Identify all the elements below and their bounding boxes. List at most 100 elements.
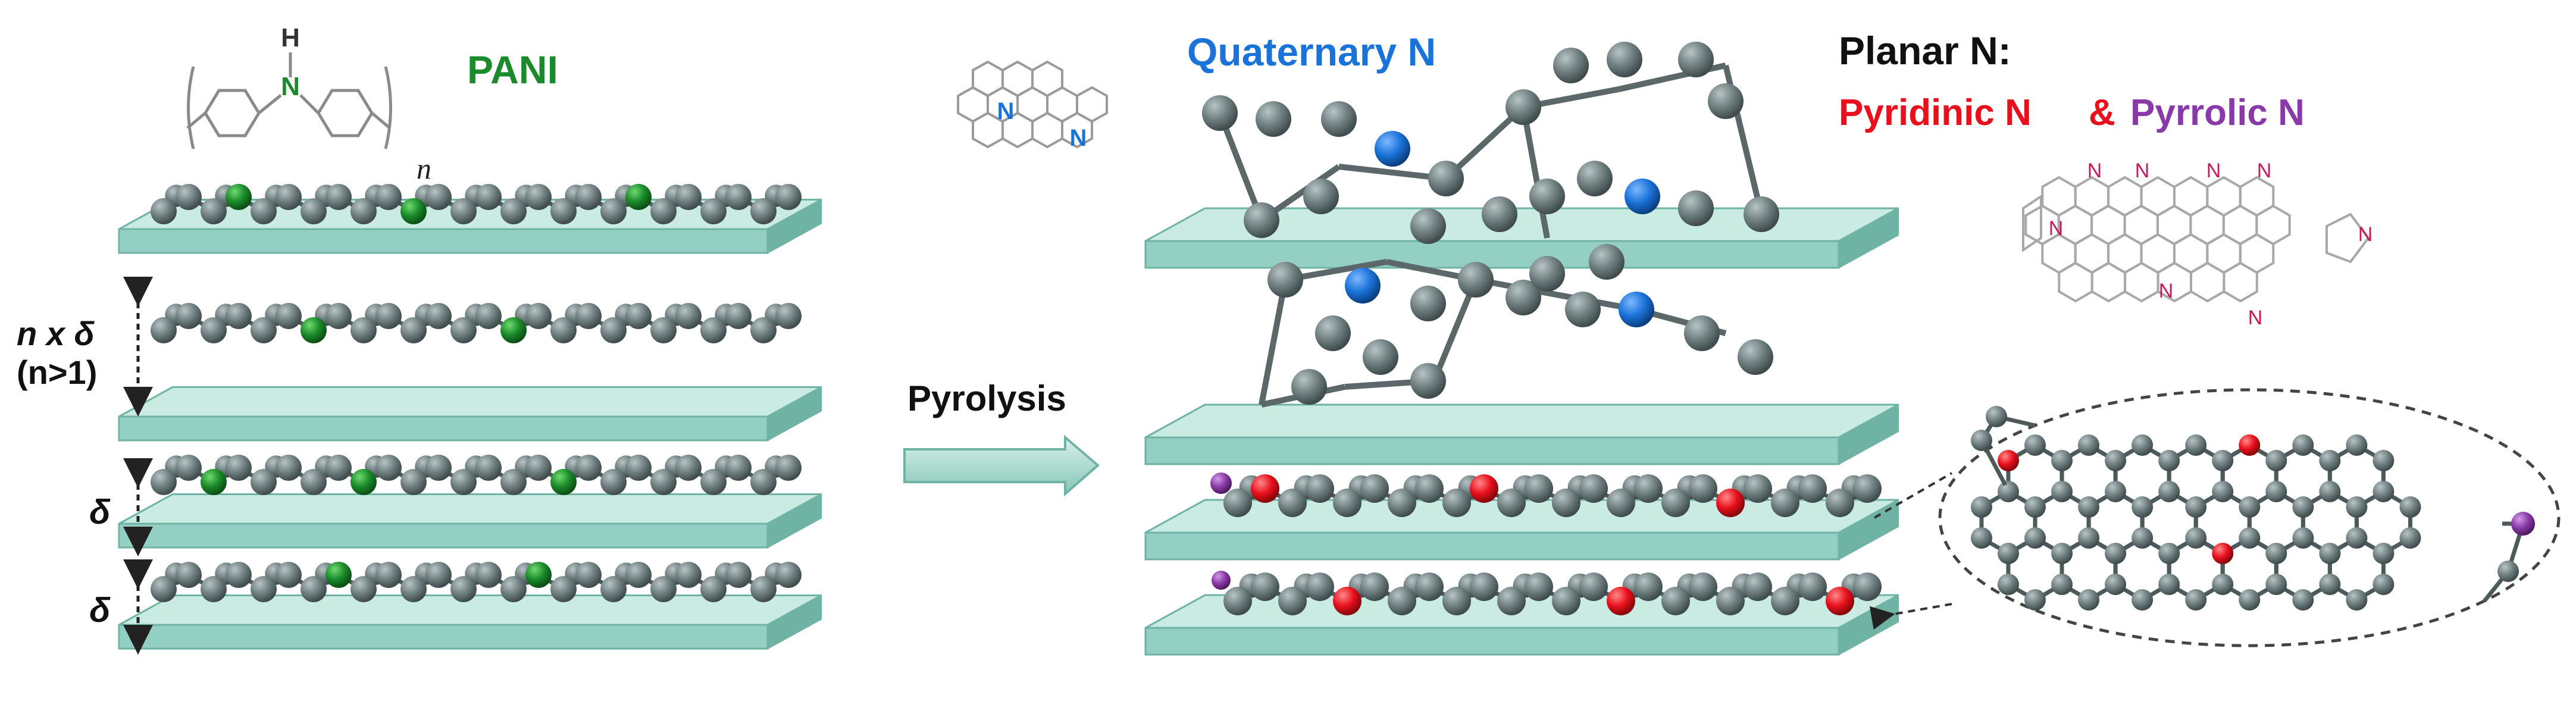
carbon-atom [2131, 496, 2154, 518]
carbon-atom [2131, 434, 2154, 456]
carbon-atom [251, 198, 277, 224]
carbon-atom [2078, 589, 2100, 611]
carbon-atom [1579, 474, 1608, 503]
carbon-atom [2346, 434, 2368, 456]
carbon-atom [1970, 496, 1992, 518]
carbon-atom [700, 469, 727, 495]
carbon-atom [650, 317, 677, 343]
plate-top [118, 493, 822, 525]
carbon-atom [450, 198, 477, 224]
carbon-atom [2105, 450, 2127, 471]
carbon-atom [2372, 574, 2395, 595]
carbon-atom [625, 303, 652, 329]
carbon-atom [176, 184, 202, 210]
carbon-atom [775, 184, 802, 210]
carbon-atom [1998, 543, 2019, 564]
carbon-atom [400, 317, 427, 343]
pani-label: PANI [467, 48, 558, 92]
carbon-atom [325, 455, 352, 481]
carbon-atom [151, 198, 177, 224]
carbon-atom [2051, 481, 2073, 502]
carbon-atom [375, 184, 402, 210]
pani-panel: H N n PANI n x δ (n>1) δ δ [17, 23, 822, 655]
pani-chain-row [151, 562, 802, 602]
carbon-atom [2024, 496, 2046, 518]
benzene-ring-2 [317, 89, 374, 137]
carbon-atom [1251, 572, 1279, 601]
graphene-plate [118, 493, 822, 549]
carbon-atom [1415, 572, 1444, 601]
carbon-atom [2292, 496, 2314, 518]
carbon-atom [1771, 587, 1799, 615]
carbon-atom [1607, 42, 1642, 77]
hex-ring [2058, 261, 2093, 303]
carbon-atom [650, 576, 677, 602]
carbon-atom [2105, 543, 2127, 564]
carbon-atom [2212, 450, 2234, 471]
delta-label-2: δ [89, 591, 111, 630]
carbon-atom [176, 303, 202, 329]
carbon-atom [1661, 587, 1690, 615]
pani-nitrogen-atom [400, 198, 427, 224]
carbon-atom [2346, 496, 2368, 518]
carbon-atom [500, 198, 527, 224]
carbon-atom [425, 455, 452, 481]
plate-top [118, 386, 822, 418]
carbon-atom [475, 184, 502, 210]
carbon-atom [2078, 434, 2100, 456]
carbon-atom [1315, 315, 1351, 351]
carbon-atom [1458, 262, 1494, 298]
carbon-atom [1589, 244, 1625, 280]
carbon-atom [2131, 589, 2154, 611]
carbon-atom [1798, 474, 1827, 503]
struct-n-label: N [2257, 159, 2272, 182]
carbon-atom [575, 455, 602, 481]
carbon-atom [750, 576, 777, 602]
carbon-atom [276, 455, 302, 481]
carbon-atom [450, 576, 477, 602]
pani-nitrogen-atom [301, 317, 327, 343]
bracket-right [384, 66, 392, 149]
carbon-atom [1826, 489, 1854, 517]
carbon-atom [251, 469, 277, 495]
carbon-atom [675, 184, 702, 210]
carbon-atom [1410, 286, 1446, 321]
carbon-atom [1798, 572, 1827, 601]
carbon-atom [1360, 572, 1389, 601]
carbon-atom [700, 198, 727, 224]
carbon-atom [1971, 430, 1992, 451]
pani-nitrogen-atom [525, 562, 552, 588]
carbon-atom [2239, 589, 2261, 611]
carbon-atom [750, 469, 777, 495]
zoom-chain [1979, 414, 2036, 486]
carbon-atom [1267, 262, 1303, 298]
carbon-atom [675, 455, 702, 481]
framework-bond [1338, 164, 1447, 182]
carbon-atom [1997, 574, 2019, 595]
carbon-atom [2497, 561, 2519, 582]
carbon-atom [1997, 481, 2019, 502]
carbon-atom [2158, 481, 2180, 502]
carbon-atom [375, 303, 402, 329]
carbon-atom [325, 184, 352, 210]
plate-side [767, 493, 822, 549]
struct-n-label: N [2087, 159, 2102, 182]
carbon-atom [400, 576, 427, 602]
carbon-atom [1497, 489, 1526, 517]
carbon-atom [775, 455, 802, 481]
carbon-atom [1579, 572, 1608, 601]
carbon-atom [425, 303, 452, 329]
carbon-atom [725, 562, 752, 588]
struct-n-label: N [2248, 306, 2263, 329]
carbon-atom [350, 198, 377, 224]
carbon-atom [1678, 190, 1714, 226]
pyridinic-nitrogen-atom [1716, 489, 1745, 517]
carbon-atom [1634, 572, 1663, 601]
carbon-atom [2346, 589, 2368, 611]
benzene-ring-1 [204, 89, 261, 137]
graphene-plate [1144, 499, 1899, 561]
carbon-atom [550, 576, 577, 602]
carbon-atom [151, 576, 177, 602]
plate-front [118, 415, 769, 442]
plate-side [767, 594, 822, 650]
